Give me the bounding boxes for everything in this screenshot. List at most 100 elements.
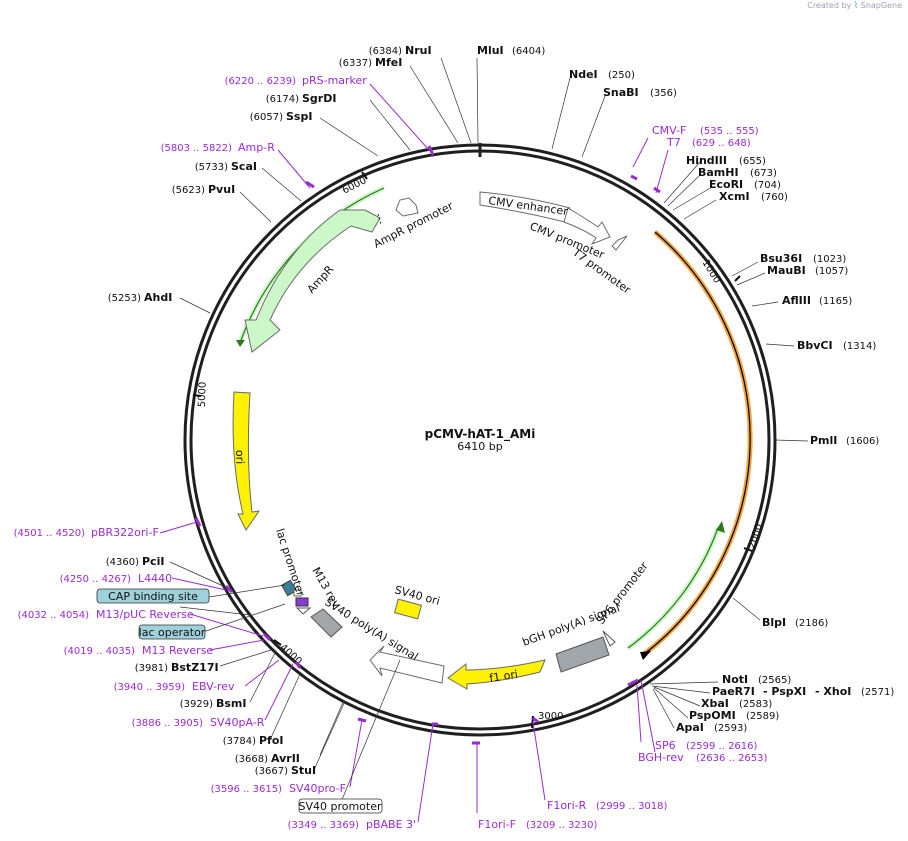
enzyme-ecori-name: EcoRI <box>709 178 743 191</box>
enzyme-ndei-pos: (250) <box>608 70 635 81</box>
plasmid-name: pCMV-hAT-1_AMi <box>425 427 536 442</box>
enzyme-pvui-pos: (5623) <box>172 185 205 196</box>
enzyme-pspomi-name: PspOMI <box>689 709 736 722</box>
primer-f1ori-r-name: F1ori-R <box>547 799 587 812</box>
primer-pbr322ori-f-name: pBR322ori-F <box>91 526 159 539</box>
primer-bgh-rev-range: (2636 .. 2653) <box>696 753 768 764</box>
ring-ticks <box>192 171 753 729</box>
enzyme-xbai-name: XbaI <box>701 697 729 710</box>
primer-pbabe3-range: (3349 .. 3369) <box>288 820 360 831</box>
enzyme-avrii-name: AvrII <box>271 752 300 765</box>
enzyme-bsu36i-name: Bsu36I <box>760 252 802 265</box>
primer-cmv-f-name: CMV-F <box>652 124 686 137</box>
primer-sv40pro-f-name: SV40pro-F <box>289 782 346 795</box>
enzyme-bbvci-name: BbvCI <box>797 339 833 352</box>
enzyme-afliii-pos: (1165) <box>819 296 852 307</box>
primer-f1ori-f-name: F1ori-F <box>478 818 516 831</box>
enzyme-pmli-name: PmlI <box>810 434 837 447</box>
enzyme-ecori-pos: (704) <box>754 180 781 191</box>
lac-operator-label: lac operator <box>138 624 206 640</box>
feature-ori: ori <box>233 450 246 465</box>
primer-prs-marker-range: (6220 .. 6239) <box>225 76 297 87</box>
enzyme-pfoi-pos: (3784) <box>223 736 256 747</box>
enzyme-scai-name: ScaI <box>231 160 257 173</box>
primer-sp6-name: SP6 <box>655 739 676 752</box>
enzyme-sspi-pos: (6057) <box>250 112 283 123</box>
enzyme-bsu36i-pos: (1023) <box>813 254 846 265</box>
enzyme-blpi-name: BlpI <box>762 616 786 629</box>
insert-region <box>626 230 753 660</box>
cap-binding-site-label: CAP binding site <box>96 588 210 604</box>
feature-cmv-enhancer: CMV enhancer <box>488 194 569 218</box>
enzyme-sspi-name: SspI <box>286 110 312 123</box>
tick-label-3000: 3000 <box>538 711 563 722</box>
enzyme-bbvci-pos: (1314) <box>843 341 876 352</box>
enzyme-nrui-name: NruI <box>405 44 432 57</box>
enzyme-bstz17i-name: BstZ17I <box>171 661 219 674</box>
enzyme-noti-name: NotI <box>722 673 748 686</box>
primer-l4440-range: (4250 .. 4267) <box>60 574 132 585</box>
enzyme-xhoi-pos: (2571) <box>861 687 894 698</box>
primer-m13-puc-reverse-range: (4032 .. 4054) <box>18 610 90 621</box>
sp6-promoter-arrow <box>602 630 616 647</box>
lac-operator-text: lac operator <box>139 626 206 639</box>
enzyme-hindiii-name: HindIII <box>686 154 727 167</box>
sv40-promoter-label: SV40 promoter <box>298 798 383 814</box>
enzyme-maubi-pos: (1057) <box>815 266 848 277</box>
primer-cmv-f-range: (535 .. 555) <box>700 126 759 137</box>
feature-f1-ori: f1 ori <box>488 668 518 685</box>
sv40-polya-arrow <box>369 645 445 684</box>
enzyme-mlui-pos: (6404) <box>512 46 545 57</box>
enzyme-bamhi-pos: (673) <box>750 168 777 179</box>
enzyme-pspxi-name: - PspXI <box>763 685 806 698</box>
bgh-polya-box <box>555 636 610 673</box>
enzyme-snabi-name: SnaBI <box>603 86 639 99</box>
ampr-region <box>236 185 419 353</box>
enzyme-pspomi-pos: (2589) <box>746 711 779 722</box>
enzyme-xhoi-name: - XhoI <box>815 685 851 698</box>
primer-m13-reverse-range: (4019 .. 4035) <box>64 646 136 657</box>
enzyme-pcii-pos: (4360) <box>106 557 139 568</box>
enzyme-xcmi-name: XcmI <box>719 190 750 203</box>
primer-amp-r-range: (5803 .. 5822) <box>161 143 233 154</box>
snapgene-branding: Created by ⌇ SnapGene <box>807 1 902 11</box>
enzyme-pcii-name: PciI <box>142 555 164 568</box>
enzyme-sgrdi-pos: (6174) <box>266 94 299 105</box>
primer-l4440-name: L4440 <box>138 572 172 585</box>
primer-pbabe3-name: pBABE 3' <box>366 818 416 831</box>
sv40-ori-box <box>393 598 423 620</box>
enzyme-snabi-pos: (356) <box>650 88 677 99</box>
sv40-promoter-text: SV40 promoter <box>298 800 382 813</box>
primer-t7-name: T7 <box>666 136 681 149</box>
primer-f1ori-f-range: (3209 .. 3230) <box>526 820 598 831</box>
enzyme-noti-pos: (2565) <box>758 675 791 686</box>
tick-label-5000: 5000 <box>197 382 209 408</box>
enzyme-pfoi-name: PfoI <box>259 734 284 747</box>
primer-pbr322ori-f-range: (4501 .. 4520) <box>14 528 86 539</box>
primer-sv40pa-r-name: SV40pA-R <box>210 716 265 729</box>
enzyme-afliii-name: AflIII <box>782 294 811 307</box>
enzyme-avrii-pos: (3668) <box>235 754 268 765</box>
enzyme-bsmi-pos: (3929) <box>180 699 213 710</box>
enzyme-mlui-name: MluI <box>477 44 504 57</box>
cmv-region <box>479 191 628 251</box>
snapgene-logo-icon: ⌇ <box>853 1 859 11</box>
primer-sv40pro-f-range: (3596 .. 3615) <box>211 784 283 795</box>
enzyme-bsmi-name: BsmI <box>216 697 247 710</box>
primer-ebv-rev-range: (3940 .. 3959) <box>114 682 186 693</box>
enzyme-ndei-name: NdeI <box>569 68 598 81</box>
enzyme-mfei-name: MfeI <box>375 56 402 69</box>
enzyme-leaders <box>169 57 809 771</box>
enzyme-nrui-pos: (6384) <box>369 46 402 57</box>
primer-leaders <box>159 83 669 823</box>
enzyme-ahdi-name: AhdI <box>144 291 172 304</box>
enzyme-apai-pos: (2593) <box>714 723 747 734</box>
cap-binding-site-text: CAP binding site <box>108 590 198 603</box>
box-leaders <box>202 584 401 803</box>
ori-region <box>232 391 261 531</box>
enzyme-blpi-pos: (2186) <box>795 618 828 629</box>
primer-amp-r-name: Amp-R <box>238 141 275 154</box>
primer-bgh-rev-name: BGH-rev <box>638 751 684 764</box>
primer-f1ori-r-range: (2999 .. 3018) <box>596 801 668 812</box>
feature-ampr: AmpR <box>305 263 337 296</box>
